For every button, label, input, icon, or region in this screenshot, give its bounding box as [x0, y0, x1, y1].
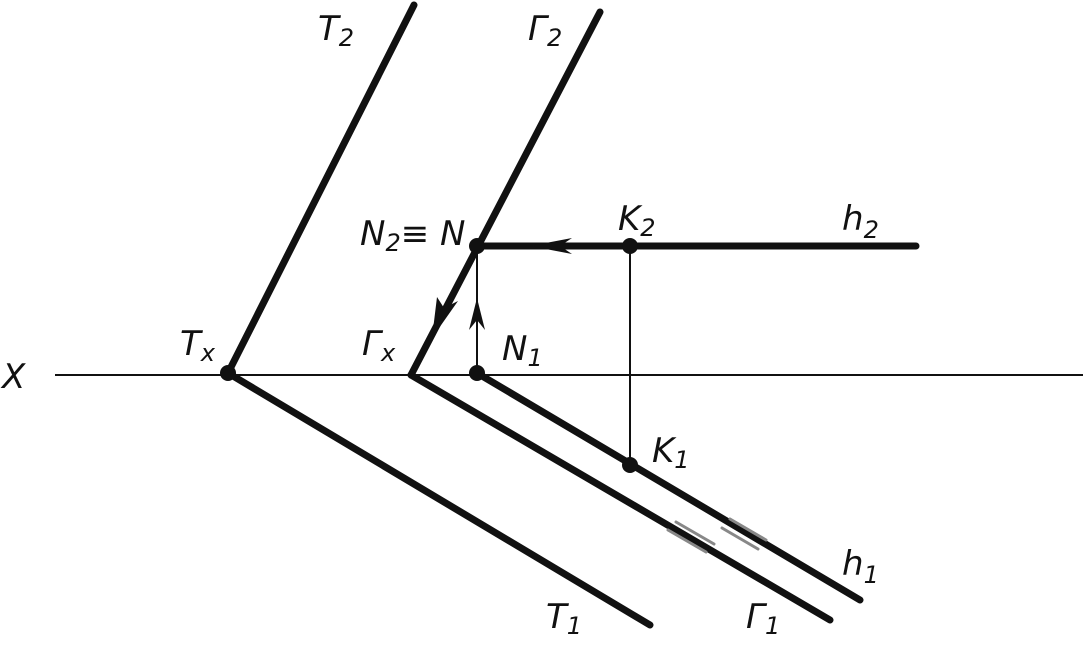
label-N1: N1 — [502, 329, 543, 372]
label-Gx: Гx — [362, 324, 396, 367]
point-Tx — [220, 365, 236, 381]
trace-T1 — [224, 369, 654, 629]
label-T1: T1 — [546, 597, 582, 640]
point-K2 — [622, 238, 638, 254]
label-K1: K1 — [652, 431, 690, 474]
trace-G1 — [407, 371, 834, 624]
arrow-on-G2 — [432, 297, 458, 338]
label-K2: K2 — [618, 199, 656, 242]
parallel-mark-3 — [720, 526, 760, 551]
point-K1 — [622, 457, 638, 473]
parallel-mark-4 — [728, 517, 768, 542]
line-h1 — [473, 369, 864, 604]
label-G1: Г1 — [746, 597, 780, 640]
label-x-axis: X — [0, 357, 26, 397]
point-N1 — [469, 365, 485, 381]
label-N2-equiv-N: N2≡ N — [360, 214, 465, 257]
label-G2: Г2 — [528, 9, 562, 52]
label-h2: h2 — [842, 199, 879, 244]
parallel-mark-1 — [666, 528, 708, 554]
label-Tx: Tx — [180, 324, 216, 367]
label-T2: T2 — [318, 9, 354, 52]
point-N2 — [469, 238, 485, 254]
trace-T2 — [224, 1, 418, 377]
parallel-mark-2 — [674, 520, 716, 546]
arrow-on-N1N2 — [469, 298, 485, 330]
arrow-on-h2 — [530, 238, 572, 254]
label-h1: h1 — [842, 544, 879, 589]
